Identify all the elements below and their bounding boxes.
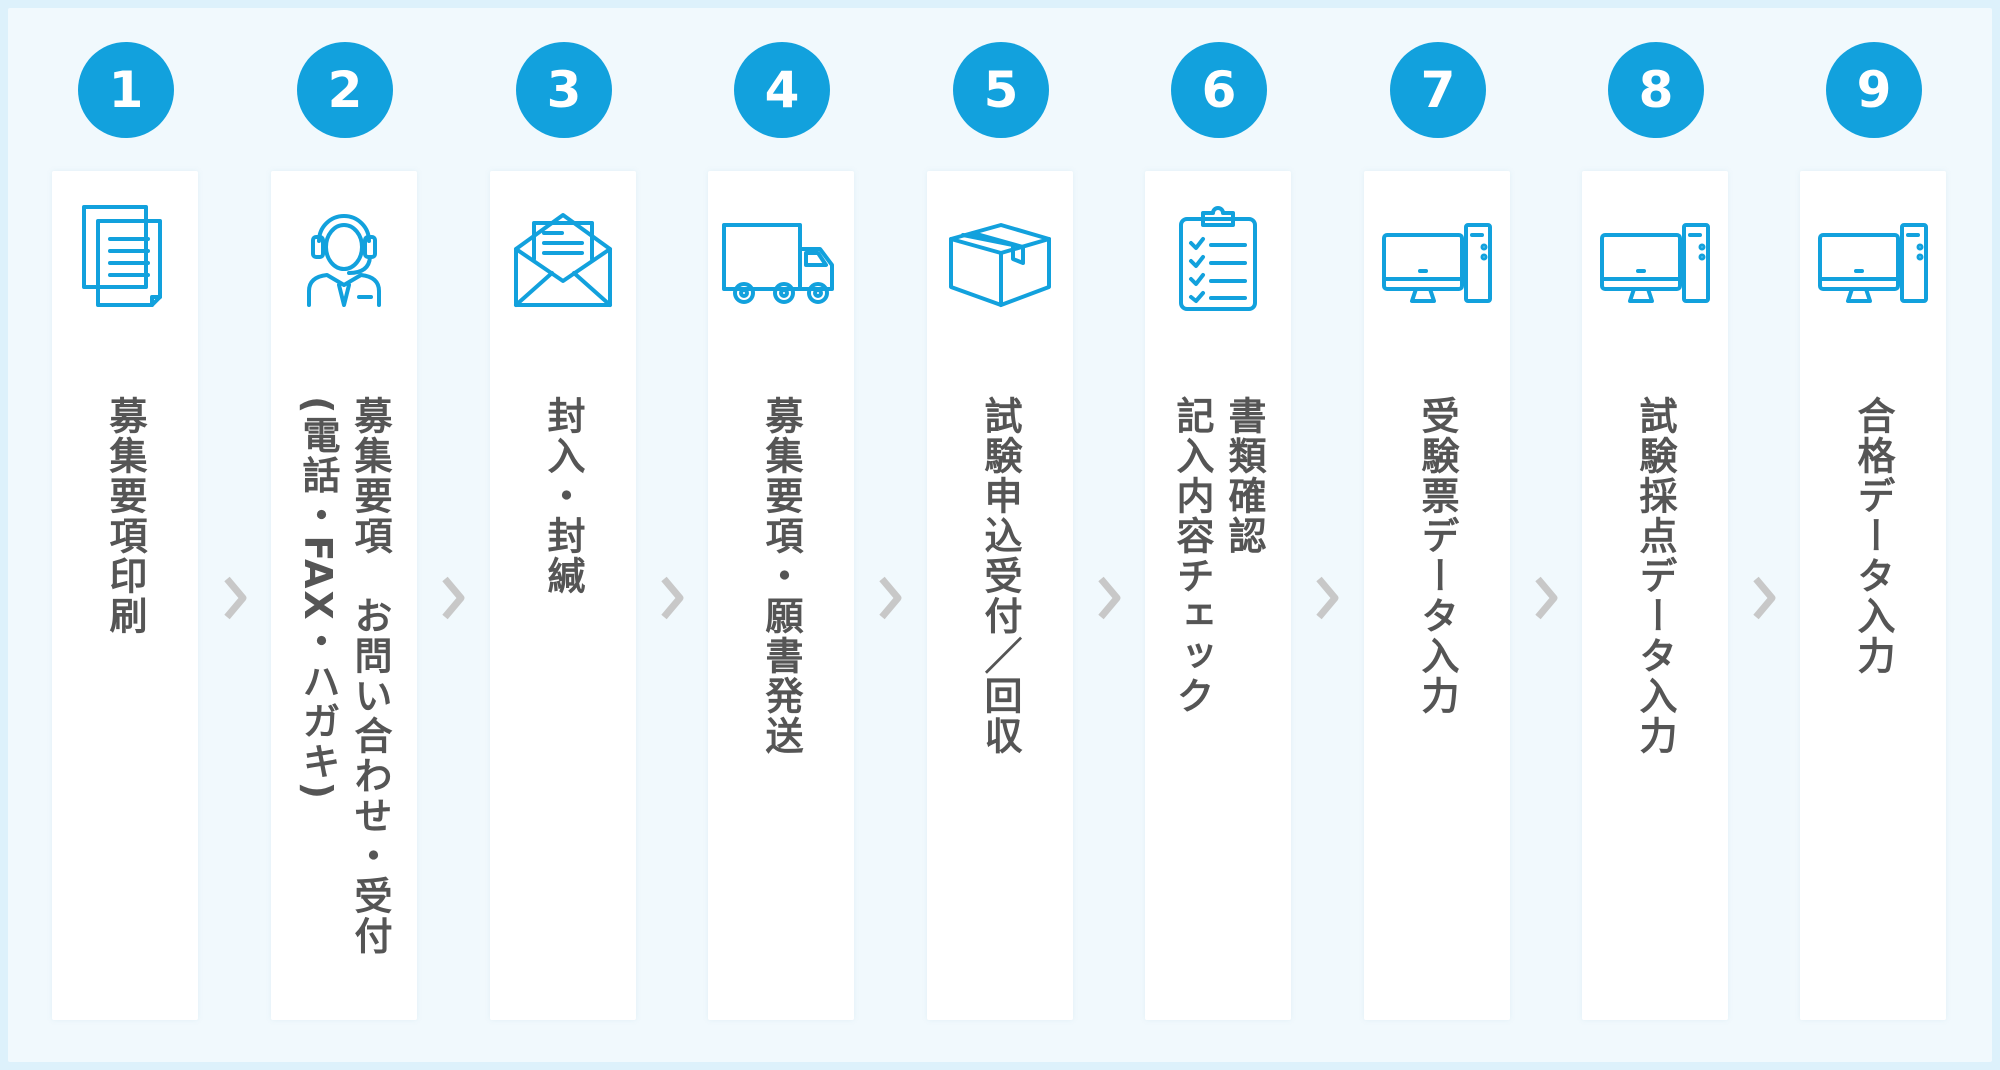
step-number-badge: 6 bbox=[1171, 42, 1267, 138]
step-card: 募集要項 お問い合わせ・受付 (電話・FAX・ハガキ) bbox=[271, 171, 417, 1020]
step-label-line: 封入・封緘 bbox=[541, 396, 585, 596]
chevron-right-icon bbox=[876, 573, 906, 623]
chevron-right-icon bbox=[1095, 573, 1125, 623]
desktop-computer-icon bbox=[1818, 201, 1928, 311]
step-card: 募集要項印刷 bbox=[52, 171, 198, 1020]
step-1: 1 募集要項印刷 bbox=[52, 0, 198, 1070]
step-label-line: 書類確認 bbox=[1222, 396, 1266, 556]
step-number-badge: 8 bbox=[1608, 42, 1704, 138]
step-label: 封入・封緘 bbox=[490, 396, 636, 996]
step-5: 5 試験申込受付／回収 bbox=[927, 0, 1073, 1070]
step-label-line: 募集要項・願書発送 bbox=[759, 396, 803, 756]
chevron-right-icon bbox=[1532, 573, 1562, 623]
step-label-line: 試験採点データ入力 bbox=[1633, 396, 1677, 756]
step-card: 試験申込受付／回収 bbox=[927, 171, 1073, 1020]
step-label-line: 試験申込受付／回収 bbox=[978, 396, 1022, 756]
chevron-right-icon bbox=[439, 573, 469, 623]
step-number-badge: 4 bbox=[734, 42, 830, 138]
step-number-badge: 2 bbox=[297, 42, 393, 138]
step-label-line: 受験票データ入力 bbox=[1415, 396, 1459, 716]
checklist-clipboard-icon bbox=[1163, 201, 1273, 311]
envelope-letter-icon bbox=[508, 201, 618, 311]
step-label: 受験票データ入力 bbox=[1364, 396, 1510, 996]
operator-headset-icon bbox=[289, 201, 399, 311]
step-6: 6 書類確認 記入内容チェック bbox=[1145, 0, 1291, 1070]
step-number-badge: 5 bbox=[953, 42, 1049, 138]
step-label: 募集要項・願書発送 bbox=[708, 396, 854, 996]
step-2: 2 募集要項 お問い合わせ・受付 (電話・FAX・ハガキ) bbox=[271, 0, 417, 1070]
step-card: 書類確認 記入内容チェック bbox=[1145, 171, 1291, 1020]
step-number-badge: 3 bbox=[516, 42, 612, 138]
step-8: 8 試験採点データ入力 bbox=[1582, 0, 1728, 1070]
delivery-truck-icon bbox=[722, 201, 836, 311]
step-7: 7 受験票データ入力 bbox=[1364, 0, 1510, 1070]
step-label-line: 記入内容チェック bbox=[1170, 396, 1214, 716]
step-label: 合格データ入力 bbox=[1800, 396, 1946, 996]
step-card: 合格データ入力 bbox=[1800, 171, 1946, 1020]
desktop-computer-icon bbox=[1600, 201, 1710, 311]
chevron-right-icon bbox=[658, 573, 688, 623]
step-card: 封入・封緘 bbox=[490, 171, 636, 1020]
parcel-box-icon bbox=[945, 201, 1055, 311]
step-card: 募集要項・願書発送 bbox=[708, 171, 854, 1020]
step-label-line: 募集要項印刷 bbox=[103, 396, 147, 636]
step-card: 受験票データ入力 bbox=[1364, 171, 1510, 1020]
step-label: 募集要項印刷 bbox=[52, 396, 198, 996]
step-number-badge: 1 bbox=[78, 42, 174, 138]
chevron-right-icon bbox=[221, 573, 251, 623]
step-label: 書類確認 記入内容チェック bbox=[1145, 396, 1291, 996]
step-label-line: 合格データ入力 bbox=[1851, 396, 1895, 676]
step-label-line: (電話・FAX・ハガキ) bbox=[296, 396, 340, 802]
chevron-right-icon bbox=[1313, 573, 1343, 623]
chevron-right-icon bbox=[1750, 573, 1780, 623]
step-label-line: 募集要項 お問い合わせ・受付 bbox=[348, 396, 392, 956]
step-label: 募集要項 お問い合わせ・受付 (電話・FAX・ハガキ) bbox=[271, 396, 417, 996]
step-label: 試験申込受付／回収 bbox=[927, 396, 1073, 996]
step-label: 試験採点データ入力 bbox=[1582, 396, 1728, 996]
step-4: 4 募集要項・願書発送 bbox=[708, 0, 854, 1070]
step-number-badge: 7 bbox=[1390, 42, 1486, 138]
step-card: 試験採点データ入力 bbox=[1582, 171, 1728, 1020]
step-3: 3 封入・封緘 bbox=[490, 0, 636, 1070]
step-9: 9 合格データ入力 bbox=[1800, 0, 1946, 1070]
step-number-badge: 9 bbox=[1826, 42, 1922, 138]
desktop-computer-icon bbox=[1382, 201, 1492, 311]
documents-icon bbox=[70, 201, 180, 311]
